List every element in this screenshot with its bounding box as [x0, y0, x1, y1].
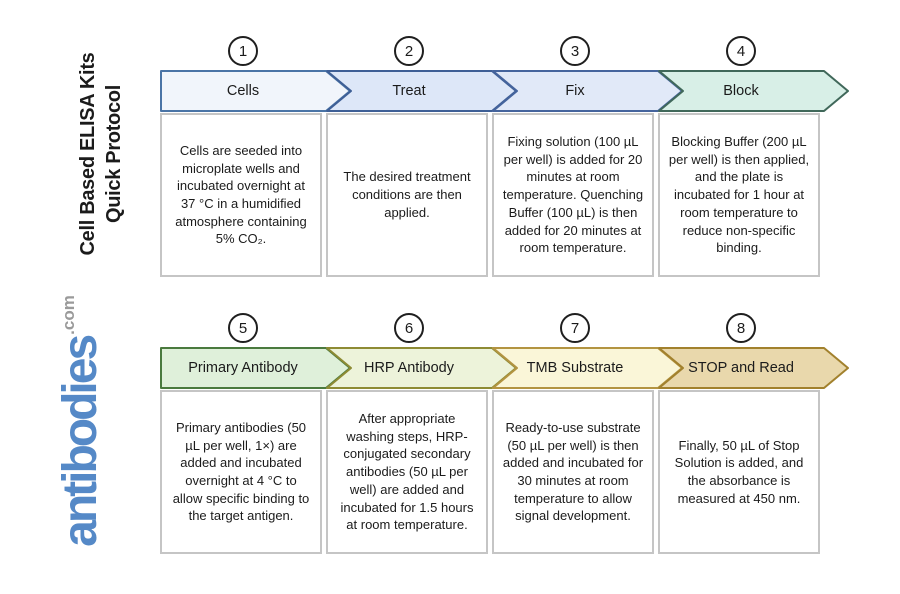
step-description: Fixing solution (100 µL per well) is add… [492, 113, 654, 277]
step-arrow-header: STOP and Read [658, 347, 849, 389]
step-8-stop-and-read: 8 STOP and Read Finally, 50 µL of Stop S… [658, 313, 849, 554]
step-label: Cells [226, 83, 260, 99]
step-6-hrp-antibody: 6 HRP Antibody After appropriate washing… [326, 313, 517, 554]
step-number: 5 [238, 319, 248, 337]
step-number-badge: 5 [228, 313, 258, 343]
step-number-badge: 6 [394, 313, 424, 343]
step-arrow-header: TMB Substrate [492, 347, 683, 389]
step-description: Cells are seeded into microplate wells a… [160, 113, 322, 277]
step-description: Blocking Buffer (200 µL per well) is the… [658, 113, 820, 277]
step-number: 4 [736, 42, 746, 60]
step-number-badge: 4 [726, 36, 756, 66]
step-arrow-header: HRP Antibody [326, 347, 517, 389]
step-description: The desired treatment conditions are the… [326, 113, 488, 277]
step-description: Primary antibodies (50 µL per well, 1×) … [160, 390, 322, 554]
step-label: Block [723, 83, 759, 99]
step-label: Primary Antibody [188, 360, 298, 376]
step-number: 6 [404, 319, 414, 337]
step-label: TMB Substrate [526, 360, 624, 376]
brand-wordmark: antibodies [54, 336, 107, 547]
step-label: HRP Antibody [363, 360, 454, 376]
step-number: 7 [570, 319, 580, 337]
page-title-line1: Cell Based ELISA Kits [77, 52, 99, 256]
step-arrow-header: Primary Antibody [160, 347, 351, 389]
step-number-badge: 8 [726, 313, 756, 343]
step-arrow-header: Treat [326, 70, 517, 112]
antibodies-logo: antibodies.com [53, 267, 131, 577]
step-number-badge: 7 [560, 313, 590, 343]
page-title: Cell Based ELISA Kits Quick Protocol [75, 42, 127, 266]
step-number: 2 [404, 42, 414, 60]
step-arrow-header: Cells [160, 70, 351, 112]
step-number: 3 [570, 42, 580, 60]
step-label: Fix [565, 83, 585, 99]
step-3-fix: 3 Fix Fixing solution (100 µL per well) … [492, 36, 683, 277]
step-description: After appropriate washing steps, HRP-con… [326, 390, 488, 554]
protocol-flow: 1 Cells Cells are seeded into microplate… [160, 36, 860, 554]
step-description: Finally, 50 µL of Stop Solution is added… [658, 390, 820, 554]
step-2-treat: 2 Treat The desired treatment conditions… [326, 36, 517, 277]
step-number-badge: 2 [394, 36, 424, 66]
step-1-cells: 1 Cells Cells are seeded into microplate… [160, 36, 351, 277]
step-7-tmb-substrate: 7 TMB Substrate Ready-to-use substrate (… [492, 313, 683, 554]
step-arrow-header: Fix [492, 70, 683, 112]
arrow-shape-icon [658, 347, 849, 389]
step-4-block: 4 Block Blocking Buffer (200 µL per well… [658, 36, 849, 277]
step-description: Ready-to-use substrate (50 µL per well) … [492, 390, 654, 554]
step-label: STOP and Read [688, 360, 794, 376]
arrow-shape-icon [658, 70, 849, 112]
brand-tld: .com [59, 295, 78, 335]
step-label: Treat [392, 83, 426, 99]
page-title-line2: Quick Protocol [103, 84, 125, 224]
step-number: 1 [238, 42, 248, 60]
step-number-badge: 1 [228, 36, 258, 66]
protocol-row-1: 1 Cells Cells are seeded into microplate… [160, 36, 849, 277]
step-number: 8 [736, 319, 746, 337]
step-arrow-header: Block [658, 70, 849, 112]
step-5-primary-antibody: 5 Primary Antibody Primary antibodies (5… [160, 313, 351, 554]
step-number-badge: 3 [560, 36, 590, 66]
protocol-row-2: 5 Primary Antibody Primary antibodies (5… [160, 313, 849, 554]
